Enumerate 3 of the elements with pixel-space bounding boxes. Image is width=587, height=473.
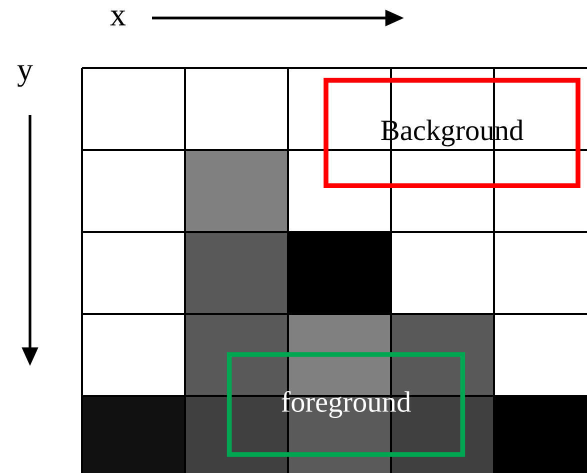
region-box: foreground xyxy=(226,352,466,457)
axis-label: x xyxy=(110,10,126,26)
axis-label: y xyxy=(17,65,33,87)
